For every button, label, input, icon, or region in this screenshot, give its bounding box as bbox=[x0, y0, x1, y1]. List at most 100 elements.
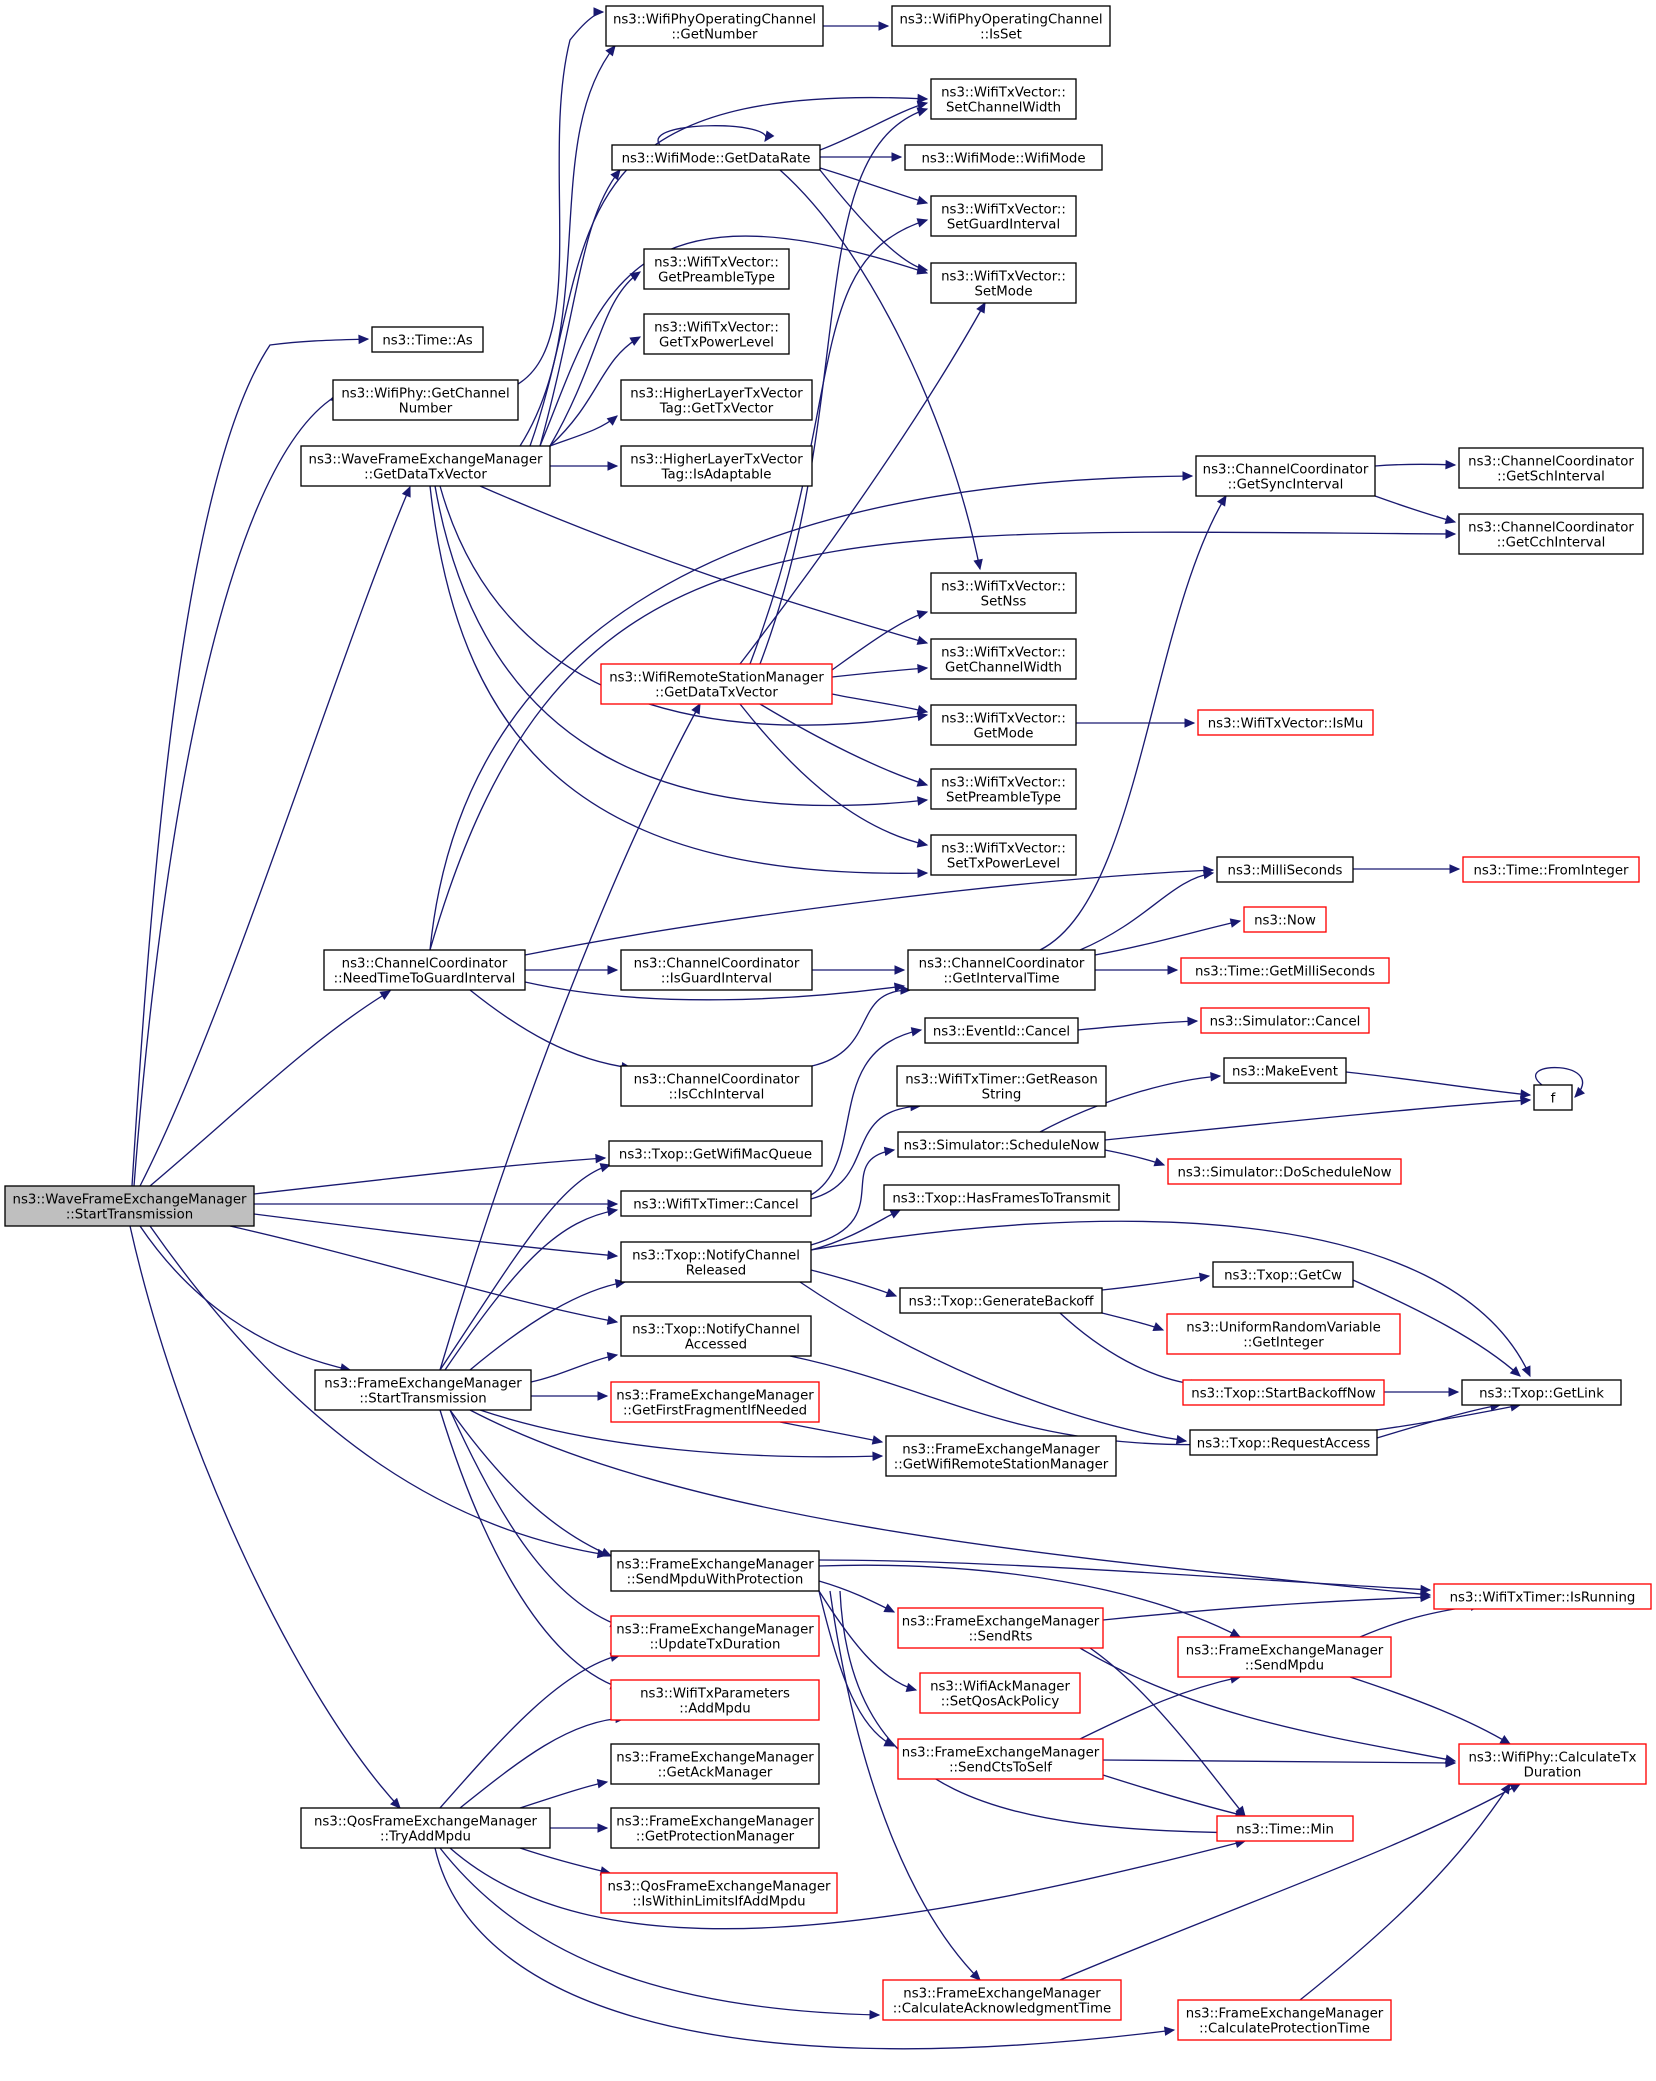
node-getTxPower-label-0: ns3::WifiTxVector:: bbox=[654, 321, 779, 336]
node-getCw-label-0: ns3::Txop::GetCw bbox=[1224, 1269, 1342, 1284]
node-fromInt[interactable]: ns3::Time::FromInteger bbox=[1462, 856, 1640, 883]
node-setChanWidth[interactable]: ns3::WifiTxVector::SetChannelWidth bbox=[930, 78, 1077, 120]
edge-root-to-waveGetData bbox=[139, 485, 411, 1187]
edge-waveGetData-to-getTxPower bbox=[549, 336, 642, 447]
node-genBackoff[interactable]: ns3::Txop::GenerateBackoff bbox=[899, 1287, 1103, 1314]
node-setMode[interactable]: ns3::WifiTxVector::SetMode bbox=[930, 262, 1077, 304]
node-sendProt[interactable]: ns3::FrameExchangeManager::SendMpduWithP… bbox=[610, 1550, 820, 1592]
node-wifiModeCtor-box bbox=[904, 144, 1103, 171]
node-getSch[interactable]: ns3::ChannelCoordinator::GetSchInterval bbox=[1458, 447, 1644, 489]
node-setMode-label-1: SetMode bbox=[974, 285, 1032, 300]
node-getCch[interactable]: ns3::ChannelCoordinator::GetCchInterval bbox=[1458, 513, 1644, 555]
edge-getFirstFrag-to-getRsm bbox=[779, 1421, 884, 1445]
node-setMode-box bbox=[930, 262, 1077, 304]
node-waveGetData[interactable]: ns3::WaveFrameExchangeManager::GetDataTx… bbox=[300, 445, 551, 487]
node-isCch[interactable]: ns3::ChannelCoordinator::IsCchInterval bbox=[620, 1065, 813, 1107]
edge-notifyAccessed-to-getLink bbox=[789, 1355, 1522, 1446]
node-modeGetRate[interactable]: ns3::WifiMode::GetDataRate bbox=[611, 144, 821, 171]
edge-qosTryAdd-to-addMpdu bbox=[459, 1713, 627, 1809]
node-sendRts[interactable]: ns3::FrameExchangeManager::SendRts bbox=[897, 1607, 1104, 1649]
node-getRsm[interactable]: ns3::FrameExchangeManager::GetWifiRemote… bbox=[885, 1435, 1117, 1477]
node-urvGetInt[interactable]: ns3::UniformRandomVariable::GetInteger bbox=[1166, 1313, 1401, 1355]
node-setNss-label-1: SetNss bbox=[981, 595, 1027, 610]
node-reqAccess[interactable]: ns3::Txop::RequestAccess bbox=[1189, 1429, 1378, 1456]
node-doSched[interactable]: ns3::Simulator::DoScheduleNow bbox=[1167, 1158, 1402, 1185]
edge-femStart-to-getFirstFrag bbox=[531, 1391, 609, 1401]
node-getAckMgr-label-0: ns3::FrameExchangeManager bbox=[616, 1751, 814, 1766]
node-femStart[interactable]: ns3::FrameExchangeManager::StartTransmis… bbox=[314, 1369, 532, 1411]
node-getPreamble[interactable]: ns3::WifiTxVector::GetPreambleType bbox=[643, 248, 790, 290]
node-hasFrames[interactable]: ns3::Txop::HasFramesToTransmit bbox=[883, 1184, 1120, 1211]
node-wifiModeCtor[interactable]: ns3::WifiMode::WifiMode bbox=[904, 144, 1103, 171]
node-timeMin[interactable]: ns3::Time::Min bbox=[1216, 1815, 1354, 1842]
node-qosTryAdd[interactable]: ns3::QosFrameExchangeManager::TryAddMpdu bbox=[300, 1807, 551, 1849]
node-f[interactable]: f bbox=[1533, 1084, 1573, 1111]
edge-sendCts-to-calcTx bbox=[1102, 1758, 1457, 1768]
node-doSched-label-0: ns3::Simulator::DoScheduleNow bbox=[1177, 1166, 1391, 1181]
node-isGuard[interactable]: ns3::ChannelCoordinator::IsGuardInterval bbox=[620, 949, 813, 991]
node-updateDur[interactable]: ns3::FrameExchangeManager::UpdateTxDurat… bbox=[610, 1615, 820, 1657]
node-setPreamble-label-1: SetPreambleType bbox=[946, 791, 1061, 806]
node-sendMpdu[interactable]: ns3::FrameExchangeManager::SendMpdu bbox=[1177, 1636, 1392, 1678]
node-simCancel-box bbox=[1200, 1007, 1370, 1034]
node-setNss[interactable]: ns3::WifiTxVector::SetNss bbox=[930, 572, 1077, 614]
node-simCancel[interactable]: ns3::Simulator::Cancel bbox=[1200, 1007, 1370, 1034]
node-timeAs[interactable]: ns3::Time::As bbox=[371, 326, 484, 353]
edge-waveGetData-to-opGetNumber bbox=[519, 45, 617, 447]
node-setPreamble[interactable]: ns3::WifiTxVector::SetPreambleType bbox=[930, 768, 1077, 810]
node-getPreamble-box bbox=[643, 248, 790, 290]
node-getMode[interactable]: ns3::WifiTxVector::GetMode bbox=[930, 704, 1077, 746]
node-notifyAccessed-box bbox=[620, 1315, 812, 1357]
node-getMacQueue[interactable]: ns3::Txop::GetWifiMacQueue bbox=[608, 1140, 823, 1167]
node-setTxPower[interactable]: ns3::WifiTxVector::SetTxPowerLevel bbox=[930, 834, 1077, 876]
node-schedNow[interactable]: ns3::Simulator::ScheduleNow bbox=[897, 1131, 1106, 1158]
node-getMilli[interactable]: ns3::Time::GetMilliSeconds bbox=[1180, 957, 1390, 984]
node-rsmGetData[interactable]: ns3::WifiRemoteStationManager::GetDataTx… bbox=[600, 663, 833, 705]
node-qosTryAdd-box bbox=[300, 1807, 551, 1849]
node-addMpdu[interactable]: ns3::WifiTxParameters::AddMpdu bbox=[610, 1679, 820, 1721]
node-calcProt[interactable]: ns3::FrameExchangeManager::CalculateProt… bbox=[1177, 1999, 1392, 2041]
node-setQosAck[interactable]: ns3::WifiAckManager::SetQosAckPolicy bbox=[919, 1672, 1081, 1714]
node-makeEvent[interactable]: ns3::MakeEvent bbox=[1223, 1057, 1347, 1084]
node-getLink[interactable]: ns3::Txop::GetLink bbox=[1461, 1379, 1622, 1406]
node-isRunning[interactable]: ns3::WifiTxTimer::IsRunning bbox=[1433, 1583, 1652, 1610]
node-getFirstFrag-box bbox=[610, 1381, 820, 1423]
edge-rsmGetData-to-setTxPower bbox=[739, 703, 929, 848]
node-getMacQueue-label-0: ns3::Txop::GetWifiMacQueue bbox=[619, 1148, 812, 1163]
node-now[interactable]: ns3::Now bbox=[1243, 906, 1327, 933]
node-isMu[interactable]: ns3::WifiTxVector::IsMu bbox=[1197, 709, 1374, 736]
node-opIsSet[interactable]: ns3::WifiPhyOperatingChannel::IsSet bbox=[891, 5, 1111, 47]
node-milli[interactable]: ns3::MilliSeconds bbox=[1216, 856, 1354, 883]
node-opGetNumber[interactable]: ns3::WifiPhyOperatingChannel::GetNumber bbox=[605, 5, 824, 47]
node-getTxPower[interactable]: ns3::WifiTxVector::GetTxPowerLevel bbox=[643, 313, 790, 355]
node-getSync[interactable]: ns3::ChannelCoordinator::GetSyncInterval bbox=[1195, 455, 1376, 497]
node-startBackoff[interactable]: ns3::Txop::StartBackoffNow bbox=[1182, 1379, 1385, 1406]
node-setGuard[interactable]: ns3::WifiTxVector::SetGuardInterval bbox=[930, 195, 1077, 237]
node-getProtMgr[interactable]: ns3::FrameExchangeManager::GetProtection… bbox=[610, 1807, 820, 1849]
node-getChanWidth[interactable]: ns3::WifiTxVector::GetChannelWidth bbox=[930, 638, 1077, 680]
edge-femStart-to-addMpdu bbox=[439, 1409, 622, 1690]
edge-femStart-to-timerCancel bbox=[444, 1206, 619, 1371]
node-getIntTime[interactable]: ns3::ChannelCoordinator::GetIntervalTime bbox=[907, 949, 1096, 991]
node-sendCts[interactable]: ns3::FrameExchangeManager::SendCtsToSelf bbox=[897, 1738, 1104, 1780]
node-needTime[interactable]: ns3::ChannelCoordinator::NeedTimeToGuard… bbox=[323, 949, 526, 991]
node-isWithin[interactable]: ns3::QosFrameExchangeManager::IsWithinLi… bbox=[600, 1872, 838, 1914]
edge-timerCancel-to-eventCancel bbox=[810, 1027, 923, 1196]
node-eventCancel[interactable]: ns3::EventId::Cancel bbox=[924, 1017, 1079, 1044]
node-getAckMgr[interactable]: ns3::FrameExchangeManager::GetAckManager bbox=[610, 1743, 820, 1785]
edge-needTime-to-getCch bbox=[429, 529, 1457, 951]
node-calcAck[interactable]: ns3::FrameExchangeManager::CalculateAckn… bbox=[882, 1979, 1122, 2021]
node-notifyReleased-label-1: Released bbox=[686, 1264, 746, 1279]
edge-getIntTime-to-milli bbox=[1079, 869, 1215, 951]
node-waveGetData-label-0: ns3::WaveFrameExchangeManager bbox=[309, 453, 543, 468]
node-getFirstFrag[interactable]: ns3::FrameExchangeManager::GetFirstFragm… bbox=[610, 1381, 820, 1423]
node-timerCancel[interactable]: ns3::WifiTxTimer::Cancel bbox=[620, 1190, 812, 1217]
node-getCw[interactable]: ns3::Txop::GetCw bbox=[1212, 1261, 1354, 1288]
